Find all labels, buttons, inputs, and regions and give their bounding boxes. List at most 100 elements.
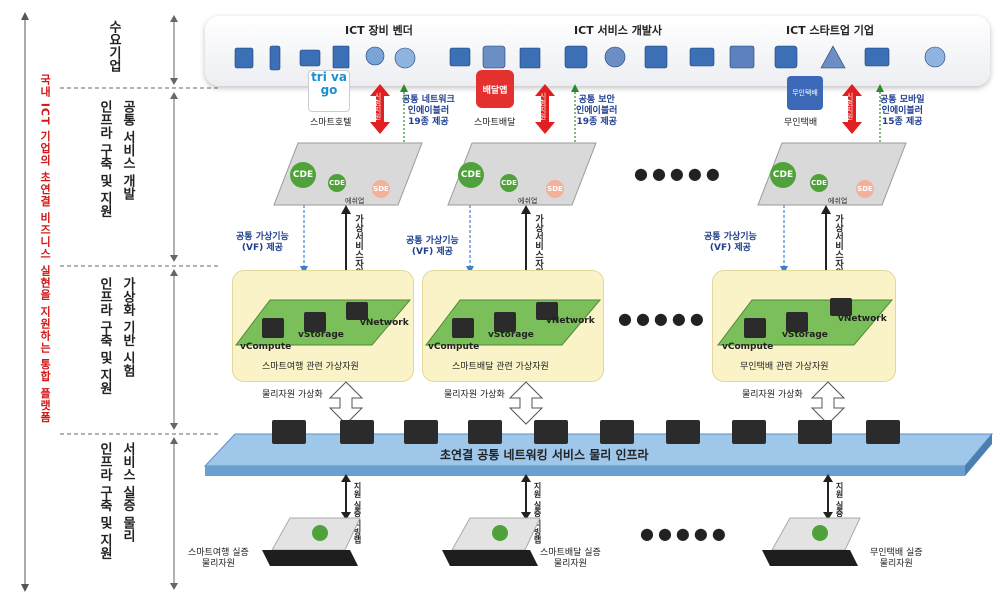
network-icon xyxy=(820,45,846,69)
enabler-delivery-line3: 19종 제공 xyxy=(576,117,617,127)
dots-row2: ●●●●● xyxy=(618,309,708,328)
red-label-2: 시험지원 xyxy=(539,92,547,120)
monitor-icon xyxy=(689,47,715,67)
banner-vendor: ICT 장비 벤더 xyxy=(345,24,413,37)
testbed-2: 지원 실증 리빙랩 xyxy=(532,482,543,544)
cde2-parcel: CDE xyxy=(810,174,828,192)
document-icon xyxy=(332,45,350,69)
row-header-virtual-a: 인프라 구축 및 지원 xyxy=(97,277,112,395)
edge-delivery: 에쉬업 xyxy=(518,197,538,205)
vf-hotel-line2: (VF) 제공 xyxy=(241,243,283,253)
sde-hotel: SDE xyxy=(372,180,390,198)
cde2-hotel-text: CDE xyxy=(329,179,345,187)
vcompute-delivery: vCompute xyxy=(428,342,480,352)
banner-icons xyxy=(234,45,946,71)
vres-hotel-text: 가상서비스자원 xyxy=(353,214,363,277)
physical-hotel: 스마트여행 실증 물리자원 xyxy=(188,548,249,570)
row-header-demand-text: 수요기업 xyxy=(106,20,121,72)
cde-hotel: CDE xyxy=(290,162,316,188)
vf-parcel-line2: (VF) 제공 xyxy=(709,243,751,253)
virtual-title-hotel: 스마트여행 관련 가상자원 xyxy=(262,362,359,372)
dots-row3: ●●●●● xyxy=(640,524,730,543)
dots-row1: ●●●●● xyxy=(634,164,724,183)
box-icon xyxy=(564,45,588,69)
vres-delivery: 가상서비스자원 xyxy=(532,214,543,277)
physical-delivery-line2: 물리자원 xyxy=(553,559,587,569)
red-arrow-parcel xyxy=(842,84,862,134)
red-arrow-hotel xyxy=(370,84,390,134)
testbed-2-text: 지원 실증 리빙랩 xyxy=(533,482,542,544)
cde2-parcel-text: CDE xyxy=(811,179,827,187)
row-header-common: 인프라 구축 및 지원 공통 서비스 개발 xyxy=(95,100,135,250)
enabler-parcel-line3: 15종 제공 xyxy=(882,117,923,127)
sde-delivery: SDE xyxy=(546,180,564,198)
vres-delivery-text: 가상서비스자원 xyxy=(533,214,543,277)
enabler-hotel-line3: 19종 제공 xyxy=(408,117,449,127)
vf-parcel-line1: 공통 가상기능 xyxy=(704,232,757,242)
row-header-physical-a: 인프라 구축 및 지원 xyxy=(97,442,112,560)
gear-icon xyxy=(394,47,416,69)
edge-parcel: 에쉬업 xyxy=(828,197,848,205)
calendar-icon xyxy=(519,47,541,69)
physical-parcel-line1: 무인택배 실증 xyxy=(870,548,923,558)
service-hotel: 스마트호텔 xyxy=(310,118,352,128)
row-header-physical: 인프라 구축 및 지원 서비스 실증 물리 xyxy=(95,442,135,592)
vcompute-hotel: vCompute xyxy=(240,342,292,352)
vres-hotel: 가상서비스자원 xyxy=(352,214,363,277)
testbed-3: 지원 실증 리빙랩 xyxy=(834,482,845,544)
trivago-logo: tri va go xyxy=(308,70,350,112)
enabler-parcel-line1: 공통 모바일 xyxy=(880,95,925,105)
red-label-1-text: 시험지원 xyxy=(374,92,382,120)
trivago-logo-text: tri va go xyxy=(311,70,347,97)
vf-hotel-line1: 공통 가상기능 xyxy=(236,232,289,242)
vnetwork-parcel: vNetwork xyxy=(838,314,887,324)
cde2-delivery-text: CDE xyxy=(501,179,517,187)
tablet-icon xyxy=(449,47,471,67)
building-icon xyxy=(299,49,321,67)
parcel-logo: 무인택배 xyxy=(787,76,823,110)
cde-parcel-text: CDE xyxy=(772,170,794,180)
banner-dev: ICT 서비스 개발사 xyxy=(574,24,663,37)
red-label-2-text: 시험지원 xyxy=(539,92,547,120)
edge-hotel: 에쉬업 xyxy=(345,197,365,205)
row-header-demand: 수요기업 xyxy=(105,20,121,77)
infra-bar-label: 초연결 공통 네트워킹 서비스 물리 인프라 xyxy=(440,448,649,462)
cde-delivery: CDE xyxy=(458,162,484,188)
vf-delivery-line2: (VF) 제공 xyxy=(411,247,453,257)
phys-virt-3: 물리자원 가상화 xyxy=(742,390,803,400)
vstorage-parcel: vStorage xyxy=(782,330,828,340)
red-arrow-delivery xyxy=(535,84,555,134)
delivery-logo-text: 배달앱 xyxy=(482,85,508,96)
row-header-virtual-b: 가상화 기반 시험 xyxy=(120,277,135,378)
cde2-delivery: CDE xyxy=(500,174,518,192)
window-icon xyxy=(482,45,506,69)
enabler-delivery-line2: 인에이블러 xyxy=(576,106,618,116)
settings-icon xyxy=(924,46,946,68)
enabler-parcel-line2: 인에이블러 xyxy=(881,106,923,116)
virtual-title-delivery: 스마트배달 관련 가상자원 xyxy=(452,362,549,372)
sde-parcel-text: SDE xyxy=(857,185,873,193)
row-header-common-a: 인프라 구축 및 지원 xyxy=(97,100,112,218)
search-icon xyxy=(365,46,385,66)
physical-hotel-line1: 스마트여행 실증 xyxy=(188,548,249,558)
delivery-logo: 배달앱 xyxy=(476,70,514,108)
device-icon xyxy=(234,47,254,69)
infra-servers xyxy=(272,420,900,444)
vcompute-parcel: vCompute xyxy=(722,342,774,352)
service-parcel: 무인택배 xyxy=(784,118,818,128)
phone-icon xyxy=(269,45,281,71)
row-header-virtual: 인프라 구축 및 지원 가상화 기반 시험 xyxy=(95,277,135,427)
enabler-hotel: 공통 네트워크 인에이블러 19종 제공 xyxy=(402,95,455,128)
enabler-hotel-line1: 공통 네트워크 xyxy=(402,95,455,105)
banner-startup: ICT 스타트업 기업 xyxy=(786,24,875,37)
row-header-physical-b: 서비스 실증 물리 xyxy=(120,442,135,543)
server-stacks xyxy=(262,298,852,338)
vnetwork-delivery: vNetwork xyxy=(546,316,595,326)
sde-delivery-text: SDE xyxy=(547,185,563,193)
side-title: 국내 ICT 기업의 초연결 비즈니스 실현을 지원하는 통합 플랫폼 xyxy=(37,74,53,423)
phys-virt-1: 물리자원 가상화 xyxy=(262,390,323,400)
red-label-3-text: 시험지원 xyxy=(846,92,854,120)
